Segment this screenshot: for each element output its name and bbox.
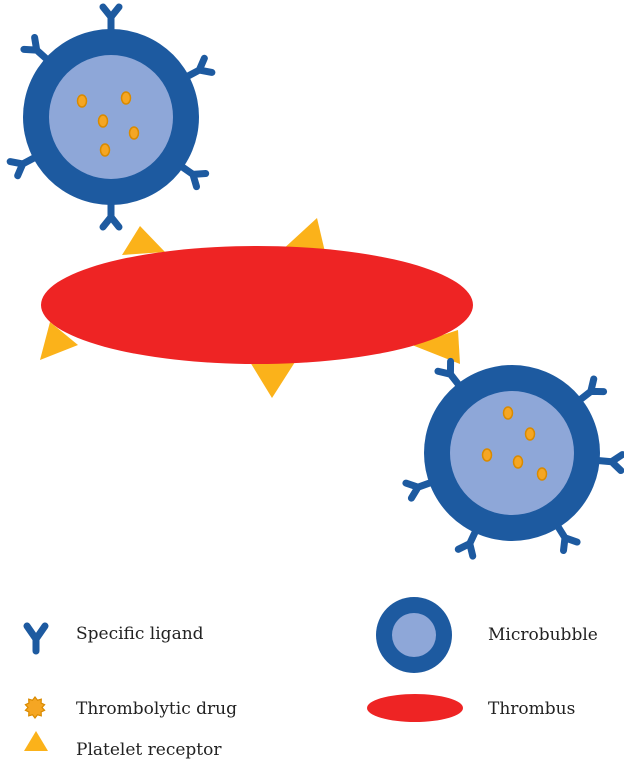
thrombolytic-drug [504,407,513,419]
specific-ligand [103,203,119,227]
platelet-receptor [250,362,295,398]
legend-thrombus-icon [367,694,463,722]
legend-ligand-icon [27,626,45,651]
microbubble-top-left [10,7,212,227]
thrombus [41,246,473,364]
platelet-receptor [122,226,165,255]
microbubble-core [49,55,173,179]
legend-thrombus-label: Thrombus [488,699,575,719]
thrombolytic-drug [130,127,139,139]
legend-receptor-icon [24,731,48,751]
legend-microbubble-core-icon [392,613,436,657]
specific-ligand [597,453,622,471]
thrombolytic-drug [526,428,535,440]
legend: Specific ligand Thrombolytic drug Platel… [24,597,598,760]
thrombolytic-drug [122,92,131,104]
thrombolytic-drug [99,115,108,127]
thrombolytic-drug [538,468,547,480]
legend-drug-icon [25,697,44,718]
legend-microbubble-label: Microbubble [488,625,598,645]
legend-platelet-receptor-label: Platelet receptor [76,740,222,760]
thrombolytic-drug [101,144,110,156]
legend-specific-ligand-label: Specific ligand [76,624,204,644]
microbubble-bottom-right [406,361,622,556]
thrombolytic-drug [78,95,87,107]
specific-ligand [103,7,119,31]
legend-thrombolytic-drug-label: Thrombolytic drug [76,699,237,719]
thrombolytic-drug [514,456,523,468]
thrombolytic-drug [483,449,492,461]
thrombus-group [40,218,473,398]
